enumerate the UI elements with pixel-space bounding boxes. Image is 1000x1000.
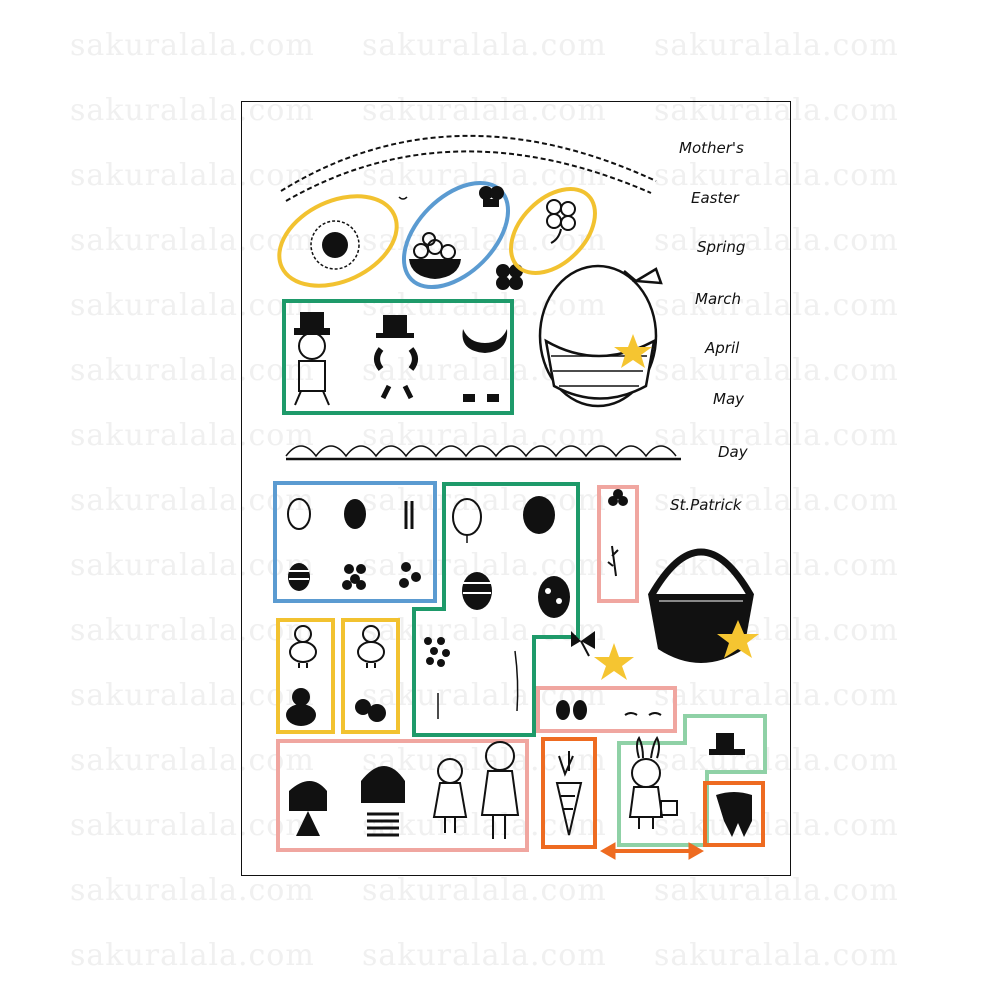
double-arrow-icon bbox=[599, 842, 705, 860]
group-outline bbox=[597, 485, 639, 603]
group-outline bbox=[341, 618, 400, 734]
sprig-icon bbox=[607, 545, 619, 577]
balloon-icon bbox=[523, 496, 555, 534]
grass-border-icon bbox=[285, 445, 681, 461]
carrot-icon bbox=[555, 751, 583, 836]
star-icon bbox=[614, 334, 652, 368]
hair-silhouette-icon bbox=[361, 766, 405, 837]
dashed-arc-icon bbox=[280, 134, 657, 192]
basket-icon bbox=[538, 264, 663, 408]
chick-silhouette-icon bbox=[286, 688, 316, 726]
stamp-artwork bbox=[273, 134, 767, 860]
label-st-patrick: St.Patrick bbox=[670, 496, 742, 514]
sun-icon bbox=[322, 232, 348, 258]
group-outline bbox=[276, 739, 529, 852]
dashed-arc-icon bbox=[285, 150, 652, 202]
eyelash-icon bbox=[624, 712, 662, 716]
label-mothers: Mother's bbox=[679, 139, 744, 157]
chick-icon bbox=[289, 625, 317, 668]
group-outline bbox=[536, 686, 677, 733]
label-easter: Easter bbox=[691, 189, 739, 207]
strawberry-icon bbox=[573, 700, 587, 720]
egg-icon bbox=[344, 499, 366, 529]
floral-egg-icon bbox=[538, 576, 570, 618]
stamp-sheet bbox=[241, 101, 791, 876]
sun-ring-icon bbox=[310, 220, 360, 270]
group-outline bbox=[276, 618, 335, 734]
group-outline bbox=[412, 482, 580, 737]
clover-outline-icon bbox=[546, 199, 576, 244]
balloon-icon bbox=[452, 498, 482, 536]
group-outline bbox=[273, 481, 437, 603]
label-spring: Spring bbox=[697, 238, 746, 256]
group-outline bbox=[703, 781, 765, 847]
group-outline bbox=[509, 187, 597, 275]
hat-icon bbox=[709, 733, 745, 755]
girls-icon bbox=[432, 741, 520, 839]
strawberry-icon bbox=[556, 700, 570, 720]
bunny-icon bbox=[628, 736, 678, 829]
dotted-egg-icon bbox=[342, 564, 366, 590]
label-may: May bbox=[713, 390, 745, 408]
hair-silhouette-icon bbox=[289, 781, 327, 836]
chick-silhouette-icon bbox=[355, 699, 386, 722]
star-icon bbox=[717, 620, 759, 658]
line-icon bbox=[514, 650, 519, 712]
spotted-egg-icon bbox=[399, 562, 421, 588]
egg-stripe-icon bbox=[404, 501, 414, 529]
hat-outline-icon bbox=[374, 315, 418, 400]
leprechaun-icon bbox=[294, 312, 330, 406]
group-outline bbox=[282, 299, 514, 415]
beard-icon bbox=[462, 329, 508, 402]
flower-icon bbox=[608, 489, 628, 506]
chick-icon bbox=[357, 625, 385, 668]
dots-icon bbox=[424, 637, 450, 667]
group-outline bbox=[541, 737, 597, 849]
smile-icon bbox=[398, 196, 408, 200]
black-basket-icon bbox=[647, 548, 755, 663]
clover-icon bbox=[479, 186, 504, 207]
group-outline bbox=[277, 194, 399, 288]
star-icon bbox=[594, 643, 634, 680]
striped-egg-icon bbox=[462, 572, 492, 610]
label-day: Day bbox=[718, 443, 748, 461]
label-march: March bbox=[695, 290, 742, 308]
pot-of-gold-icon bbox=[409, 232, 461, 279]
label-april: April bbox=[705, 339, 740, 357]
egg-icon bbox=[287, 498, 311, 530]
striped-egg-icon bbox=[288, 563, 310, 591]
bow-icon bbox=[571, 631, 595, 657]
tooth-icon bbox=[716, 792, 752, 837]
